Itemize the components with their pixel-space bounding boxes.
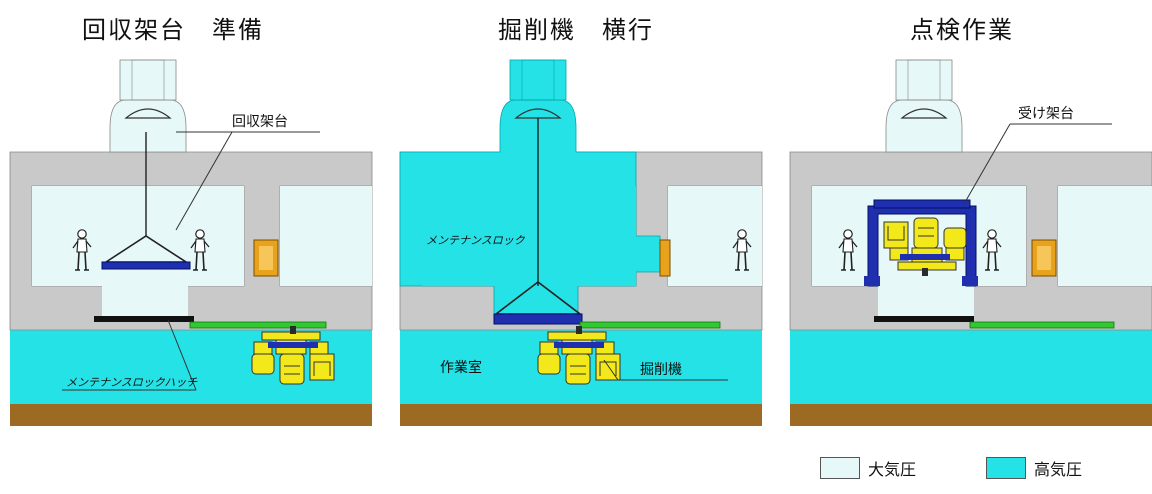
- legend-high-pressure: 高気圧: [986, 456, 1082, 480]
- legend-swatch-atmospheric: [820, 457, 860, 479]
- hoist-shaft: [119, 59, 177, 101]
- label-work-room: 作業室: [440, 359, 482, 376]
- rail: [189, 321, 327, 329]
- label-recovery-stand: 回収架台: [232, 114, 288, 130]
- legend-label-high-pressure: 高気圧: [1034, 460, 1083, 479]
- label-receiving-stand: 受け架台: [1018, 106, 1074, 122]
- panel2-title: 掘削機 横行: [498, 16, 654, 44]
- lock-shaft: [102, 286, 188, 318]
- panel1-title: 回収架台 準備: [82, 16, 264, 44]
- lock-hatch: [94, 316, 194, 322]
- panel3-title: 点検作業: [910, 16, 1014, 44]
- label-maintenance-lock: メンテナンスロック: [426, 234, 526, 247]
- panel1-diagram: 回収架台 メンテナンスロックハッチ: [9, 59, 373, 426]
- atmospheric-chamber: [32, 186, 244, 286]
- legend-swatch-high-pressure: [986, 457, 1026, 479]
- leader-line: [175, 131, 233, 231]
- atmospheric-side-room: [280, 186, 372, 286]
- legend-label-atmospheric: 大気圧: [868, 460, 917, 479]
- panel2-diagram: メンテナンスロック 作業室 掘削機: [399, 59, 763, 426]
- atmospheric-side-room: [668, 186, 762, 286]
- legend-atmospheric: 大気圧: [820, 456, 916, 480]
- label-maintenance-lock-hatch: メンテナンスロックハッチ: [66, 376, 198, 389]
- hoist-dome: [124, 108, 172, 119]
- panel3-diagram: 受け架台: [789, 59, 1152, 426]
- ground-layer: [10, 404, 372, 426]
- label-excavator: 掘削機: [640, 362, 682, 378]
- recovery-stand: [493, 313, 583, 325]
- crane-head: [109, 99, 187, 153]
